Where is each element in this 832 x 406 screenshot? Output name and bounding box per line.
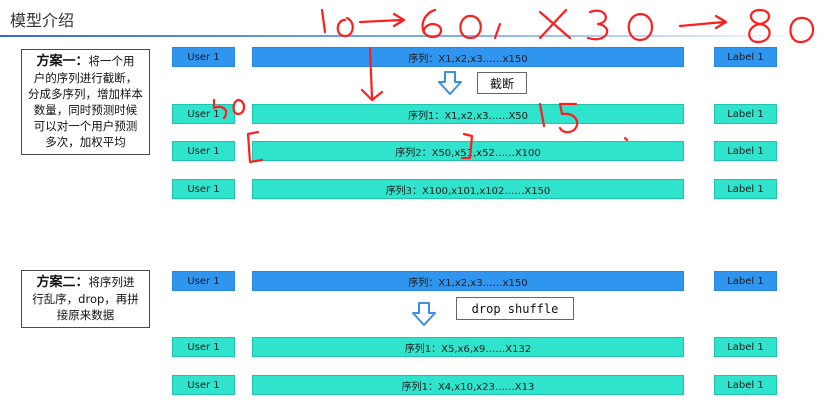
s2-source-sequence: 序列：X1,x2,x3……x150 [252, 271, 684, 291]
scheme1-line-1: 将一个用 [88, 54, 135, 68]
s1-row2-user: User 1 [172, 141, 235, 161]
scheme1-line-4: 数量，同时预测时候 [33, 103, 138, 117]
s2-row1-user: User 1 [172, 337, 235, 357]
scheme2-heading: 方案二： [36, 275, 89, 290]
down-arrow-icon [412, 302, 436, 326]
s1-row1-sequence: 序列1：X1,x2,x3……X50 [252, 104, 684, 124]
s2-row2-label: Label 1 [714, 375, 777, 395]
s2-row1-label: Label 1 [714, 337, 777, 357]
s1-source-user: User 1 [172, 47, 235, 67]
s2-row2-sequence: 序列1：X4,x10,x23……X13 [252, 375, 684, 395]
s1-row1-label: Label 1 [714, 104, 777, 124]
scheme1-box: 方案一：将一个用 户的序列进行截断， 分成多序列，增加样本 数量，同时预测时候 … [21, 49, 150, 155]
s2-source-label: Label 1 [714, 271, 777, 291]
s2-source-user: User 1 [172, 271, 235, 291]
s1-row2-label: Label 1 [714, 141, 777, 161]
s1-row1-user: User 1 [172, 104, 235, 124]
title-divider [0, 35, 832, 37]
s1-row3-user: User 1 [172, 179, 235, 199]
s1-row3-sequence: 序列3：X100,x101,x102……X150 [252, 179, 684, 199]
scheme1-heading: 方案一： [36, 54, 89, 69]
scheme1-line-3: 分成多序列，增加样本 [28, 87, 143, 101]
truncate-tag: 截断 [477, 72, 527, 94]
s1-source-sequence: 序列：X1,x2,x3……x150 [252, 47, 684, 67]
s1-row3-label: Label 1 [714, 179, 777, 199]
s2-row1-sequence: 序列1：X5,x6,x9……X132 [252, 337, 684, 357]
scheme1-line-5: 可以对一个用户预测 [33, 119, 138, 133]
scheme2-line-1: 将序列进 [88, 275, 135, 289]
s2-row2-user: User 1 [172, 375, 235, 395]
drop-shuffle-tag: drop shuffle [456, 297, 574, 320]
slide-title: 模型介绍 [10, 11, 75, 30]
scheme1-line-6: 多次，加权平均 [45, 135, 126, 149]
s1-row2-sequence: 序列2：X50,x51,x52……X100 [252, 141, 684, 161]
scheme2-line-3: 接原来数据 [56, 308, 115, 322]
s1-source-label: Label 1 [714, 47, 777, 67]
scheme2-line-2: 行乱序，drop，再拼 [32, 292, 139, 306]
scheme1-line-2: 户的序列进行截断， [33, 71, 138, 85]
down-arrow-icon [438, 71, 462, 95]
scheme2-box: 方案二：将序列进 行乱序，drop，再拼 接原来数据 [21, 270, 150, 328]
